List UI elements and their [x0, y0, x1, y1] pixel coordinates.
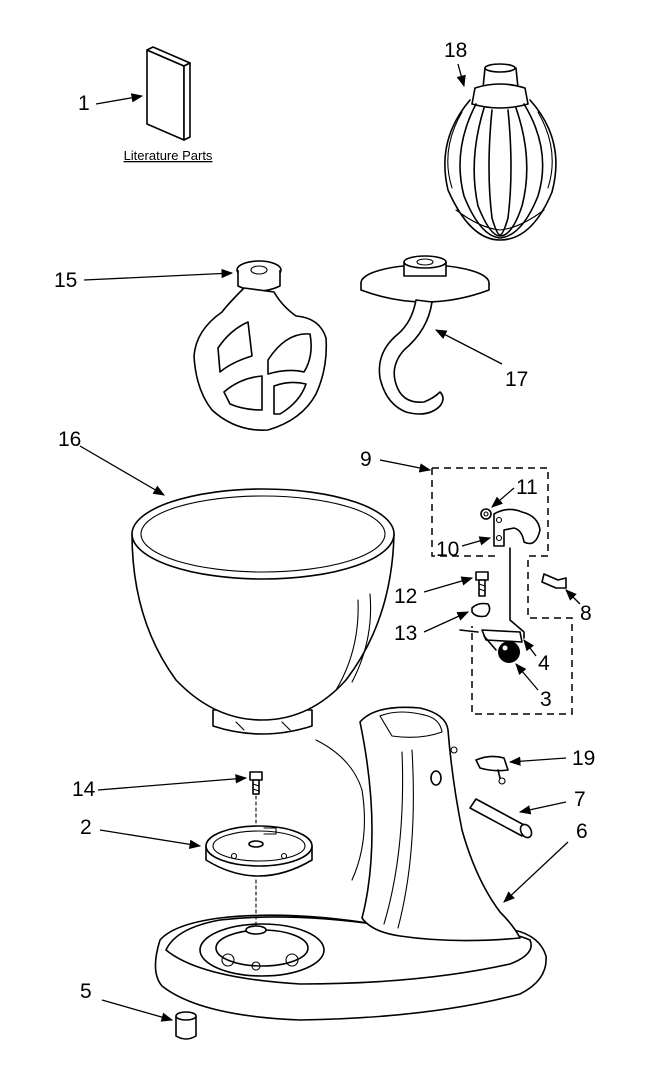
callout-2: 2 — [80, 816, 92, 839]
literature-booklet-part — [146, 46, 191, 141]
flat-beater-part — [193, 260, 328, 431]
leader-arrow-7 — [518, 801, 567, 815]
callout-10: 10 — [436, 538, 459, 561]
callout-19: 19 — [572, 747, 595, 770]
literature-parts-caption: Literature Parts — [124, 148, 213, 163]
callout-9: 9 — [360, 448, 372, 471]
callout-18: 18 — [444, 39, 467, 62]
mixer-base-part — [154, 706, 547, 1021]
callout-14: 14 — [72, 778, 96, 801]
callout-8: 8 — [580, 602, 592, 625]
hinge-pin-part — [469, 798, 533, 839]
leader-arrows — [79, 63, 581, 1022]
leader-arrow-8 — [565, 589, 581, 605]
leader-arrow-1 — [95, 93, 144, 105]
leader-arrow-9 — [379, 459, 432, 473]
leader-arrow-18 — [456, 63, 466, 88]
leader-arrow-5 — [101, 999, 174, 1022]
callout-1: 1 — [78, 92, 90, 115]
callout-16: 16 — [58, 428, 81, 451]
leader-arrow-3 — [515, 663, 539, 691]
leader-arrow-14 — [97, 774, 248, 791]
callout-7: 7 — [574, 788, 586, 811]
callout-6: 6 — [576, 820, 588, 843]
leader-arrow-10 — [461, 536, 492, 547]
leader-arrow-6 — [503, 841, 569, 903]
leader-arrow-17 — [434, 329, 503, 365]
callout-17: 17 — [505, 368, 528, 391]
leader-arrow-12 — [423, 576, 474, 593]
mixing-bowl-part — [131, 488, 395, 735]
leader-arrow-11 — [491, 487, 515, 508]
callout-12: 12 — [394, 585, 417, 608]
leader-arrow-13 — [423, 611, 470, 633]
leader-arrow-19 — [508, 756, 567, 766]
callout-5: 5 — [80, 980, 92, 1003]
dough-hook-part — [360, 255, 490, 415]
callout-3: 3 — [540, 688, 552, 711]
callout-15: 15 — [54, 269, 77, 292]
hinge-assembly-group — [431, 467, 573, 715]
leader-arrow-15 — [83, 268, 234, 281]
speed-control-plate-part — [475, 755, 509, 785]
callout-4: 4 — [538, 652, 550, 675]
leader-arrow-2 — [99, 829, 202, 849]
leader-arrow-4 — [523, 639, 537, 657]
wire-whip-part — [444, 63, 557, 241]
clamp-plate-part — [205, 825, 313, 929]
rubber-foot-part — [175, 1011, 197, 1040]
callout-11: 11 — [516, 476, 538, 499]
callout-13: 13 — [394, 622, 417, 645]
leader-arrow-16 — [79, 445, 166, 496]
